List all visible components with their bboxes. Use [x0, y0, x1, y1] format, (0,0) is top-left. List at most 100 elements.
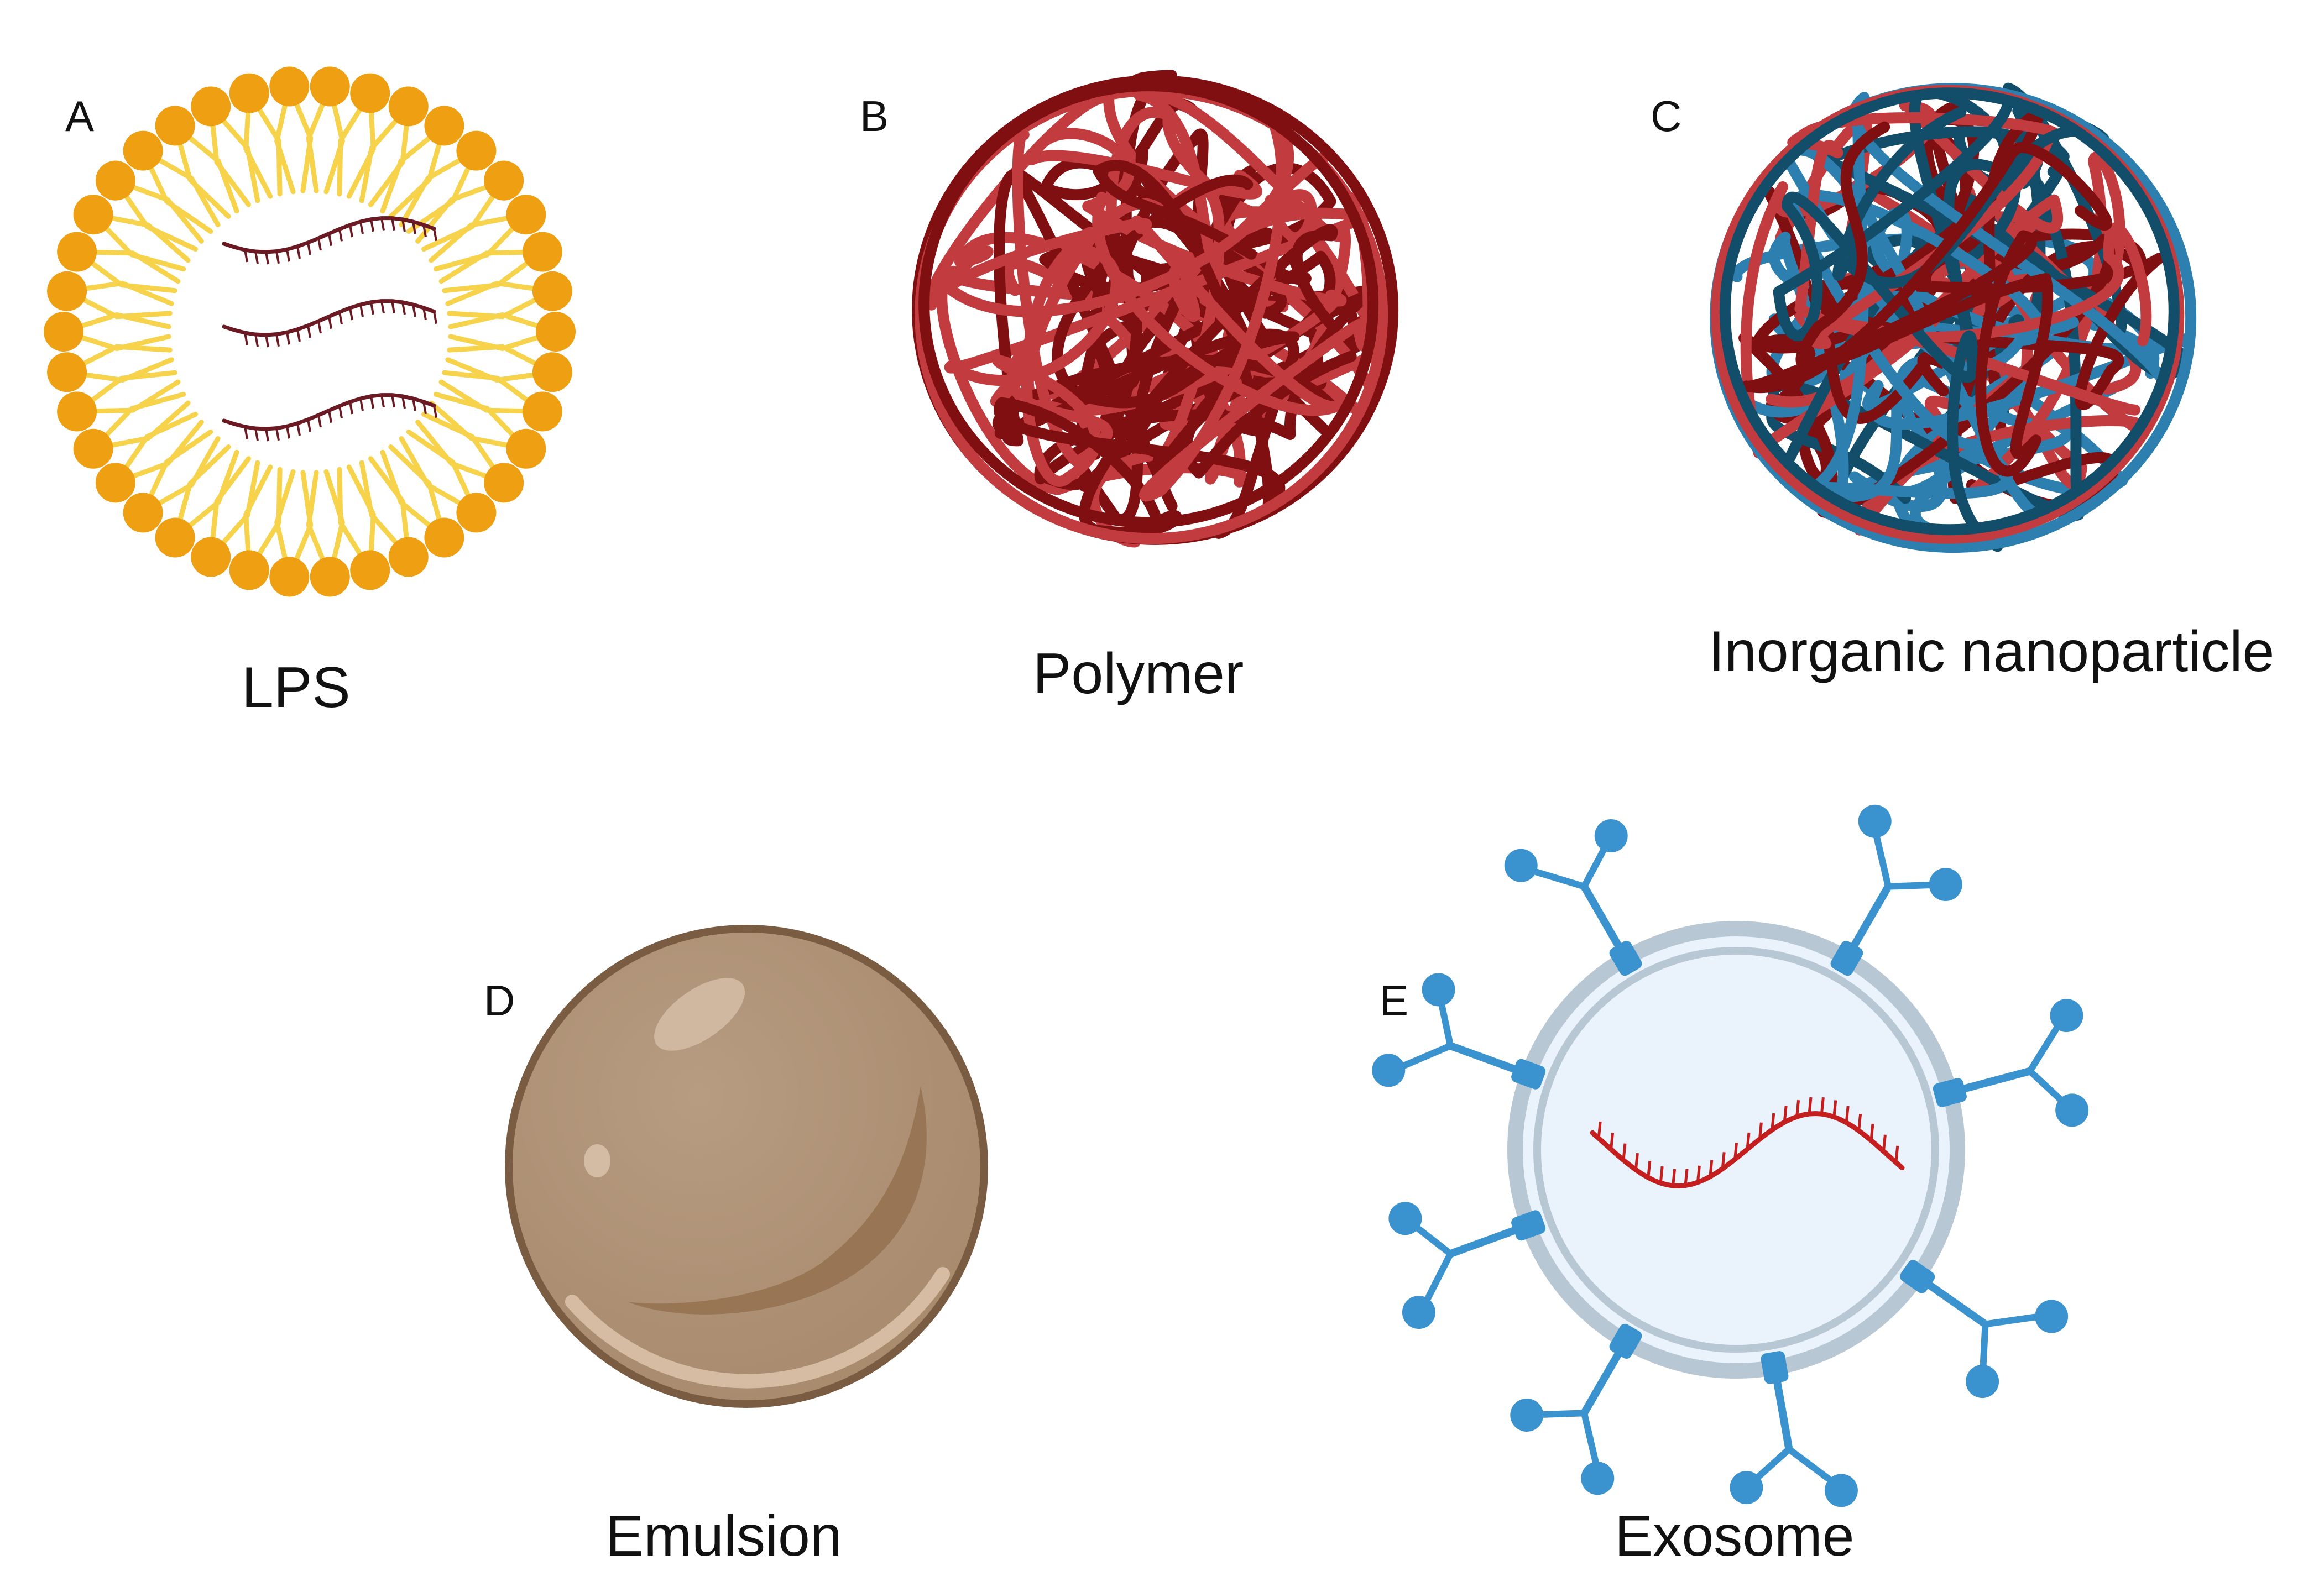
rna-base [286, 249, 290, 262]
rna-base [275, 334, 280, 347]
rna-base [265, 334, 269, 348]
lipid-head [155, 106, 195, 146]
lipid-head [456, 493, 497, 533]
panel-label-polymer: Polymer [1033, 642, 1244, 706]
lipid-head [191, 86, 231, 127]
panel-label-inorganic: Inorganic nanoparticle [1709, 620, 2275, 684]
rna-base [1894, 1145, 1899, 1163]
antibody [1510, 1323, 1642, 1495]
rna-base [349, 401, 353, 415]
lipid-heads [44, 66, 576, 597]
rna-base [1684, 1169, 1689, 1186]
rna-base [275, 428, 280, 441]
rna-base [265, 252, 269, 265]
emulsion-highlight [654, 978, 745, 1051]
rna-base [349, 224, 353, 238]
polymer-strand [993, 174, 1338, 539]
lipid-head [269, 66, 310, 107]
lipid-head [484, 160, 524, 201]
antibody-head [1730, 1471, 1763, 1505]
rna-base [1758, 1122, 1763, 1139]
rna-base [422, 224, 427, 238]
antibody-head [1824, 1474, 1858, 1507]
rna-base [1808, 1097, 1813, 1114]
rna-base [412, 221, 416, 234]
antibody-head [1510, 1398, 1544, 1432]
rna-base [370, 396, 374, 409]
exosome-diagram [1372, 804, 2089, 1507]
rna-base [254, 251, 259, 264]
antibody-stem [1961, 1067, 2034, 1093]
rna-base [317, 238, 322, 251]
antibody-head [1581, 1462, 1615, 1495]
lipid-head [350, 550, 390, 590]
rna-strands [222, 216, 437, 442]
lipid-head [456, 130, 497, 171]
rna-base [338, 229, 343, 242]
rna-strand [222, 299, 436, 337]
rna-base [1721, 1152, 1726, 1169]
lipid-head [229, 550, 269, 590]
rna-base [328, 233, 332, 246]
rna-base [244, 249, 248, 263]
rna-base [412, 304, 416, 317]
exosome-rna [1590, 1097, 1905, 1188]
antibody [1372, 973, 1546, 1090]
lipid-head [123, 493, 163, 533]
rna-base [422, 401, 427, 415]
antibody-stem [1446, 1227, 1518, 1258]
rna-base [422, 307, 427, 321]
rna-base [244, 426, 248, 439]
antibody-anchor [1511, 1210, 1546, 1241]
antibody-stem [1580, 882, 1622, 949]
rna-base [1857, 1114, 1862, 1131]
rna-base [244, 332, 248, 345]
lipid-head [388, 537, 429, 577]
lipid-head [424, 106, 464, 146]
lipid-head [73, 195, 113, 235]
emulsion-droplet [505, 925, 988, 1408]
lipid-head [57, 391, 97, 432]
rna-base [307, 325, 311, 338]
antibody-head [1504, 849, 1538, 882]
lipid-head [44, 312, 83, 352]
lipid-head [536, 312, 576, 352]
antibody [1900, 1260, 2069, 1399]
rna-base [391, 301, 395, 313]
lipid-head [57, 232, 97, 272]
rna-base [307, 242, 311, 255]
antibody-stem [1926, 1281, 1989, 1328]
antibody-head [1966, 1365, 1999, 1399]
rna-base [401, 396, 406, 409]
lipid-head [47, 352, 87, 392]
antibody-anchor [1761, 1351, 1789, 1384]
polymer-diagram [912, 70, 1399, 548]
antibody-stem [1773, 1379, 1793, 1453]
rna-base [1869, 1123, 1874, 1141]
lipid-head [310, 557, 350, 597]
rna-base [275, 251, 280, 264]
lipid-head [47, 271, 87, 311]
rna-base [328, 410, 332, 423]
panel-letter-d: D [484, 976, 515, 1025]
emulsion-diagram [505, 925, 988, 1408]
polymer-strand [942, 110, 1374, 502]
rna-base [1845, 1106, 1850, 1123]
rna-base [317, 415, 322, 428]
panel-label-emulsion: Emulsion [605, 1504, 842, 1568]
polymer-strand [1773, 88, 2110, 552]
rna-base [1795, 1099, 1800, 1117]
antibody [1830, 804, 1962, 976]
rna-base [433, 228, 437, 242]
polymer-outer-loop [1719, 87, 2180, 536]
antibody-anchor [1609, 941, 1642, 976]
emulsion-small-highlight [584, 1144, 610, 1177]
rna-base [254, 428, 259, 441]
tangle-strands [912, 70, 1399, 548]
lipid-head [73, 428, 113, 469]
antibody-head [1929, 868, 1962, 902]
antibody-head [1372, 1054, 1406, 1087]
panel-letter-e: E [1380, 976, 1409, 1025]
rna-base [1733, 1143, 1738, 1160]
rna-base [401, 302, 406, 315]
